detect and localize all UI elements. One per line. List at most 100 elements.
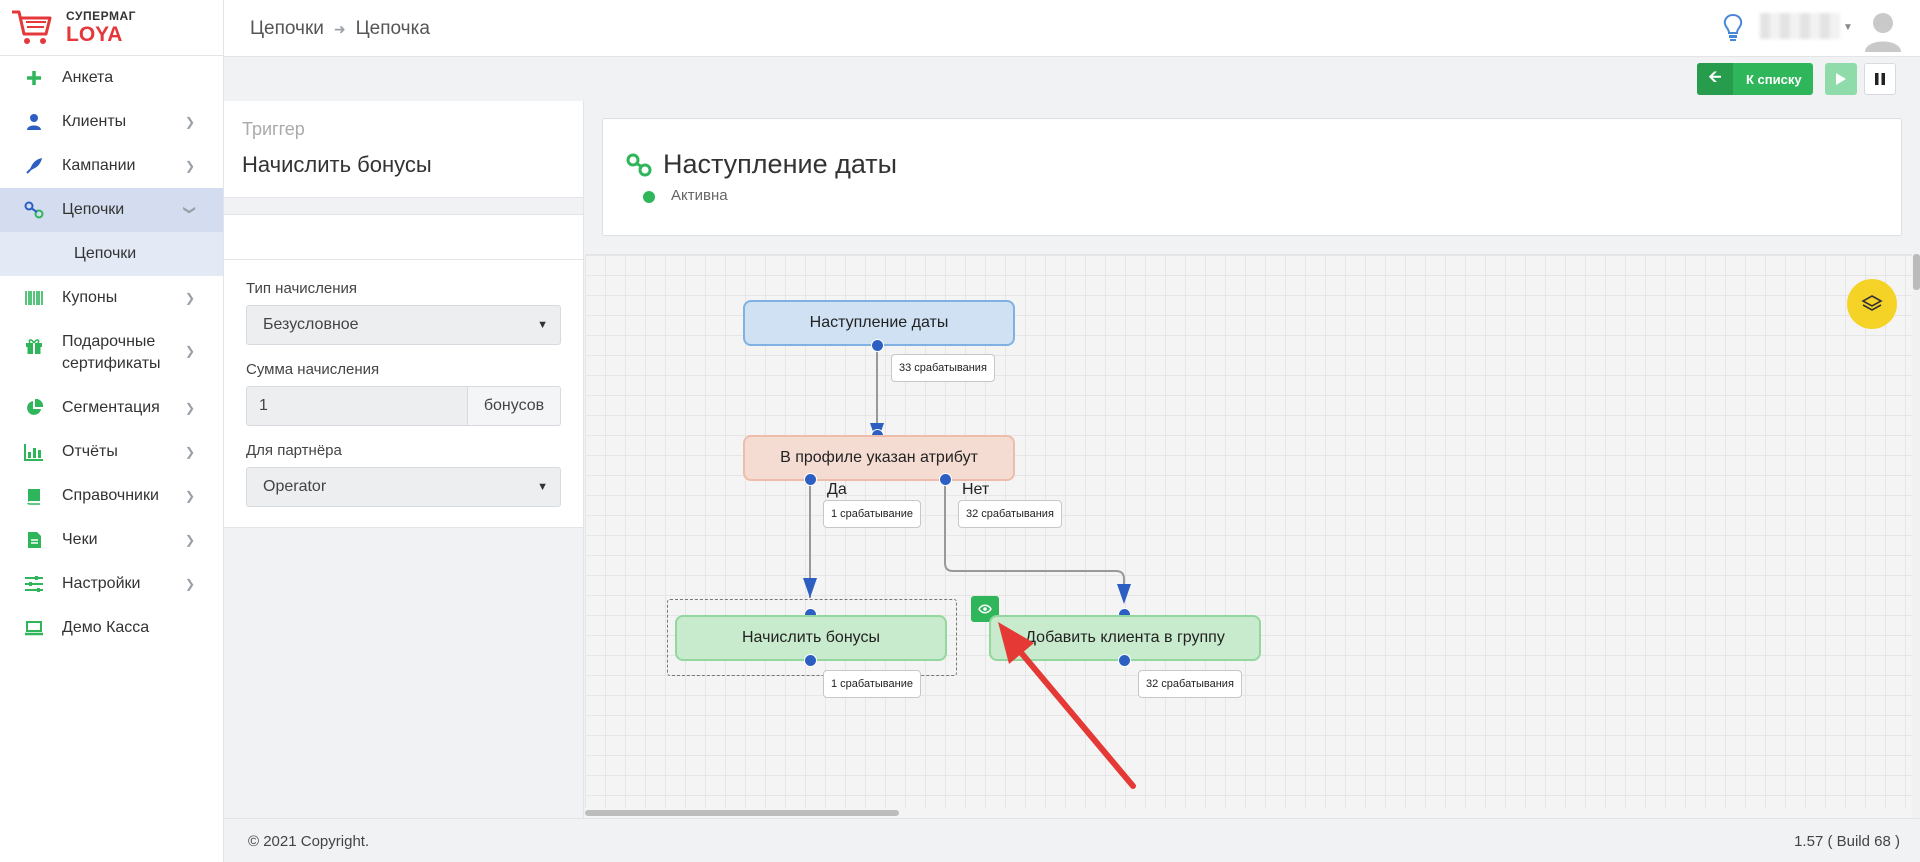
brand-line2: LOYA [66,23,123,46]
sidebar-item-label: Демо Касса [62,619,150,636]
sidebar-item-label: Цепочки [62,201,125,218]
chevron-right-icon: ❯ [184,344,195,358]
flow-node-accrue-bonus[interactable]: Начислить бонусы [675,615,947,661]
chain-status: Активна [671,187,728,204]
sidebar-item-clients[interactable]: Клиенты ❯ [0,100,223,144]
selected-node-frame [667,599,957,676]
sidebar-item-directories[interactable]: Справочники ❯ [0,474,223,518]
brand-line1: СУПЕРМАГ [66,9,136,23]
breadcrumb-chains-link[interactable]: Цепочки [250,18,324,39]
sidebar-item-settings[interactable]: Настройки ❯ [0,562,223,606]
accrual-type-select[interactable]: Безусловное ▼ [246,305,561,345]
sidebar-item-reports[interactable]: Отчёты ❯ [0,430,223,474]
toolbar: 🡨 К списку [224,58,1920,102]
breadcrumb: Цепочки ➜ Цепочка [250,18,430,40]
arrow-left-icon: 🡨 [1697,63,1733,95]
receipt-icon [24,530,44,550]
accrual-amount-group: 1 бонусов [246,386,561,426]
node-yes-pin[interactable] [804,473,817,486]
accrual-amount-label: Сумма начисления [246,361,380,378]
bonus-form: Тип начисления Безусловное ▼ Сумма начис… [224,260,583,528]
back-to-list-label: К списку [1746,71,1802,87]
sidebar-item-label: Чеки [62,531,98,548]
connector-no-group [944,479,1125,598]
copyright: © 2021 Copyright. [248,833,370,850]
back-to-list-button[interactable]: 🡨 К списку [1697,63,1813,95]
rocket-icon [24,156,44,176]
avatar[interactable] [1864,10,1902,52]
chevron-right-icon: ❯ [184,401,195,415]
sidebar-item-chains[interactable]: Цепочки ❯ [0,188,223,232]
partner-select[interactable]: Operator ▼ [246,467,561,507]
sidebar-item-label: Настройки [62,575,141,592]
laptop-icon [24,618,44,638]
sidebar-item-gift-certificates[interactable]: Подарочные сертификаты ❯ [0,320,223,386]
logo[interactable]: СУПЕРМАГ LOYA [0,0,223,56]
chevron-right-icon: ❯ [184,533,195,547]
flow-node-attribute-condition[interactable]: В профиле указан атрибут [743,435,1015,481]
plus-icon [24,68,44,88]
flow-node-date-trigger[interactable]: Наступление даты [743,300,1015,346]
sidebar-item-label: Анкета [62,69,114,86]
sidebar-item-label: Кампании [62,157,136,174]
accrual-type-label: Тип начисления [246,280,358,297]
counter-badge: 1 срабатывание [823,670,921,698]
node-output-pin[interactable] [804,654,817,667]
accrual-amount-input[interactable]: 1 [246,386,468,426]
panel-header: Триггер Начислить бонусы [224,101,583,198]
eye-icon [978,604,992,614]
sidebar-item-label: Подарочные сертификаты [62,333,161,372]
cart-icon [12,10,52,44]
caret-down-icon: ▼ [537,319,548,331]
chevron-right-icon: ❯ [184,159,195,173]
sidebar-item-receipts[interactable]: Чеки ❯ [0,518,223,562]
chain-info-card: Наступление даты Активна [602,118,1902,236]
sidebar: СУПЕРМАГ LOYA Анкета Клиенты ❯ Кампании … [0,0,224,862]
flow-connectors [803,346,1131,604]
node-no-pin[interactable] [939,473,952,486]
counter-badge: 1 срабатывание [823,500,921,528]
accrual-type-value: Безусловное [263,316,359,333]
caret-down-icon: ▼ [537,481,548,493]
counter-badge: 32 срабатывания [1138,670,1242,698]
partner-value: Operator [263,478,327,495]
barcode-icon [24,288,44,308]
caret-down-icon[interactable]: ▼ [1843,22,1853,33]
bar-chart-icon [24,442,44,462]
breadcrumb-current: Цепочка [355,18,430,39]
layers-button[interactable] [1847,279,1897,329]
chevron-down-icon: ❯ [182,204,197,216]
user-name-redacted[interactable] [1760,13,1840,39]
version: 1.57 ( Build 68 ) [1794,833,1900,850]
sidebar-nav: Анкета Клиенты ❯ Кампании ❯ Цепочки ❯ Це… [0,56,223,650]
sidebar-item-campaigns[interactable]: Кампании ❯ [0,144,223,188]
flow-canvas[interactable]: Наступление даты 33 срабатывания В профи… [585,254,1912,808]
view-node-button[interactable] [971,596,999,622]
play-icon [1836,73,1846,85]
sidebar-subitem-chains[interactable]: Цепочки [0,232,223,276]
lightbulb-icon[interactable] [1722,13,1744,43]
sidebar-item-coupons[interactable]: Купоны ❯ [0,276,223,320]
canvas-vertical-scrollbar[interactable] [1913,254,1920,818]
counter-badge: 32 срабатывания [958,500,1062,528]
sidebar-subitem-label: Цепочки [74,245,137,262]
book-icon [24,486,44,506]
node-output-pin[interactable] [871,339,884,352]
pause-button[interactable] [1864,63,1896,95]
play-button[interactable] [1825,63,1857,95]
node-output-pin[interactable] [1118,654,1131,667]
top-header: Цепочки ➜ Цепочка ▼ [224,0,1920,57]
sidebar-item-segmentation[interactable]: Сегментация ❯ [0,386,223,430]
sidebar-item-label: Справочники [62,487,159,504]
chevron-right-icon: ❯ [184,489,195,503]
chain-icon [24,200,44,220]
chevron-right-icon: ❯ [184,115,195,129]
sidebar-item-label: Сегментация [62,399,160,416]
chain-icon [626,153,652,177]
sliders-icon [24,574,44,594]
pause-icon [1875,73,1885,85]
node-settings-panel: Триггер Начислить бонусы Тип начисления … [224,101,584,818]
canvas-horizontal-scrollbar[interactable] [585,808,1912,818]
sidebar-item-demo-cash[interactable]: Демо Касса [0,606,223,650]
sidebar-item-anketa[interactable]: Анкета [0,56,223,100]
